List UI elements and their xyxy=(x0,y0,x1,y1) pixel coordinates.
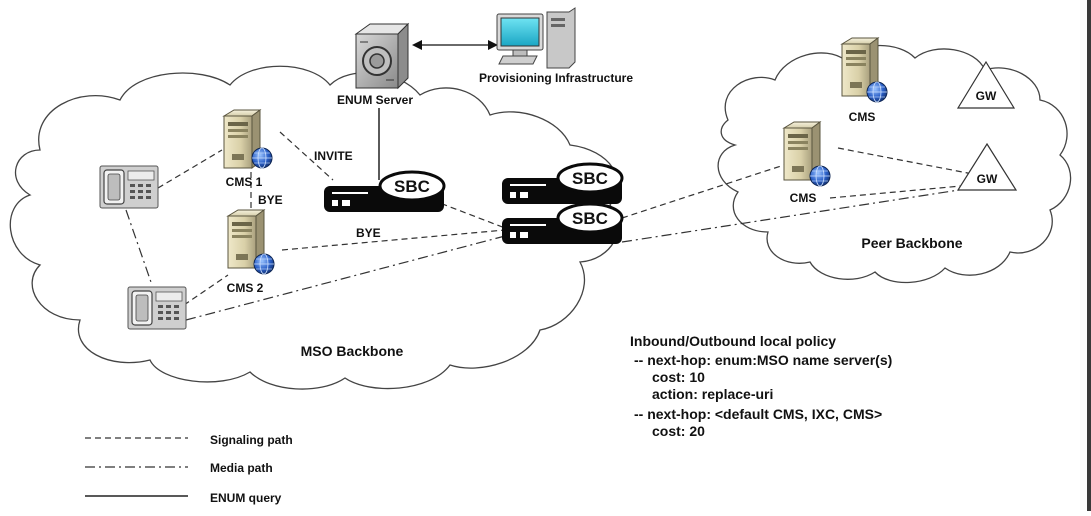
mso-backbone-label: MSO Backbone xyxy=(301,343,404,359)
legend-media-label: Media path xyxy=(210,461,273,475)
sbc-left-icon: SBC xyxy=(322,170,446,214)
sbc-right-bottom-icon: SBC xyxy=(500,202,624,246)
provisioning-label: Provisioning Infrastructure xyxy=(479,71,633,85)
policy-line: action: replace-uri xyxy=(652,386,773,402)
legend-signaling-label: Signaling path xyxy=(210,433,293,447)
policy-title: Inbound/Outbound local policy xyxy=(630,333,836,349)
sbc-right-top-icon: SBC xyxy=(500,162,624,206)
phone-icon-top xyxy=(99,165,159,209)
peer-cms-top-globe-icon xyxy=(866,81,888,103)
enum-server-icon xyxy=(354,22,410,90)
peer-cms-label: CMS xyxy=(790,191,817,205)
phone-icon-bottom xyxy=(127,286,187,330)
policy-line: -- next-hop: <default CMS, IXC, CMS> xyxy=(634,406,882,422)
provisioning-arrow xyxy=(412,40,498,50)
cms2-globe-icon xyxy=(253,253,275,275)
policy-line: -- next-hop: enum:MSO name server(s) xyxy=(634,352,892,368)
bye-vertical-label: BYE xyxy=(258,193,283,207)
policy-line: cost: 20 xyxy=(652,423,705,439)
invite-label: INVITE xyxy=(314,149,353,163)
window-edge xyxy=(1087,0,1091,511)
legend: Signaling path Media path ENUM query xyxy=(85,433,293,505)
sbc-left-label: SBC xyxy=(394,177,430,196)
gw-label: GW xyxy=(977,172,998,186)
sbc-right-top-label: SBC xyxy=(572,169,608,188)
signaling-paths xyxy=(157,131,979,306)
cms1-label: CMS 1 xyxy=(226,175,263,189)
gw-top-triangle-icon xyxy=(956,60,1016,109)
gw-top-label: GW xyxy=(976,89,997,103)
peer-backbone-label: Peer Backbone xyxy=(861,235,962,251)
policy-line: cost: 10 xyxy=(652,369,705,385)
cms2-label: CMS 2 xyxy=(227,281,264,295)
media-paths xyxy=(125,187,973,321)
computer-icon xyxy=(496,7,576,69)
cms1-globe-icon xyxy=(251,147,273,169)
gw-triangle-icon xyxy=(956,142,1018,191)
sbc-right-bottom-label: SBC xyxy=(572,209,608,228)
peer-cms-top-label: CMS xyxy=(849,110,876,124)
peer-cms-globe-icon xyxy=(809,165,831,187)
bye-horizontal-label: BYE xyxy=(356,226,381,240)
enum-server-label: ENUM Server xyxy=(337,93,413,107)
legend-enum-label: ENUM query xyxy=(210,491,282,505)
